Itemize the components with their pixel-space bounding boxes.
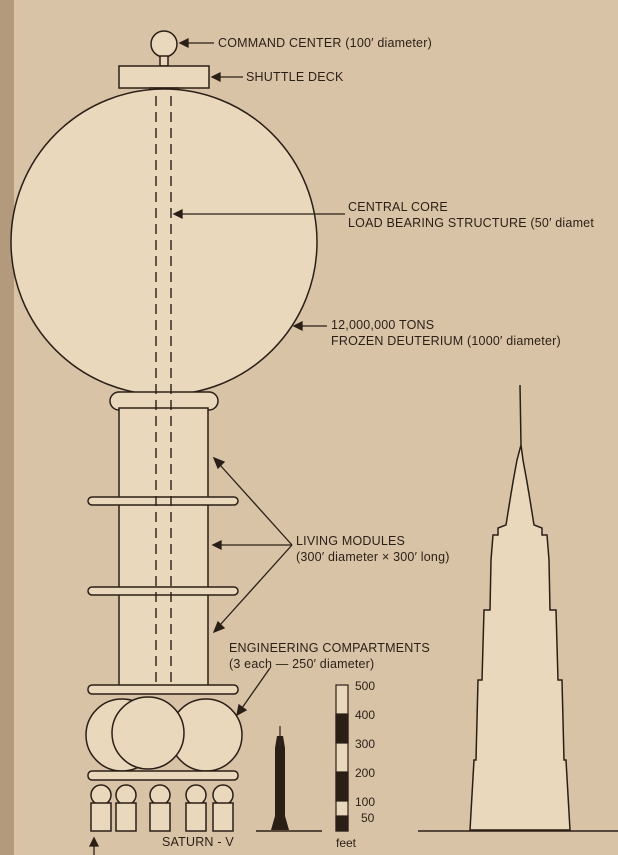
engineering-sublabel: (3 each — 250′ diameter) <box>229 657 375 671</box>
scale-tick-500: 500 <box>355 679 376 693</box>
engine-cluster <box>90 784 234 832</box>
living-modules-label: LIVING MODULES <box>296 534 406 548</box>
scale-bar <box>335 684 349 832</box>
living-modules-sublabel: (300′ diameter × 300′ long) <box>296 550 450 564</box>
engineering-sphere-center <box>111 696 185 770</box>
shuttle-deck <box>118 65 210 89</box>
scale-tick-200: 200 <box>355 766 376 780</box>
engineering-flange-bottom <box>87 770 239 781</box>
scale-tick-400: 400 <box>355 708 376 722</box>
empire-state-building <box>469 384 571 831</box>
central-core-sublabel: LOAD BEARING STRUCTURE (50′ diamet <box>348 216 595 230</box>
engineering-label: ENGINEERING COMPARTMENTS <box>229 641 430 655</box>
scale-unit-label: feet <box>336 836 357 850</box>
module-ring-upper <box>87 496 239 506</box>
scale-tick-300: 300 <box>355 737 376 751</box>
scale-tick-100: 100 <box>355 795 376 809</box>
engineering-flange-top <box>87 684 239 695</box>
central-core-dashes <box>155 96 172 684</box>
command-center-stem <box>159 55 169 67</box>
saturn-v-label: SATURN - V <box>162 835 234 849</box>
living-module-column <box>118 407 209 691</box>
command-center-dome <box>150 30 178 58</box>
module-ring-lower <box>87 586 239 596</box>
page-binding-shadow <box>0 0 14 855</box>
shuttle-deck-label: SHUTTLE DECK <box>246 70 344 84</box>
command-center-label: COMMAND CENTER (100′ diameter) <box>218 36 432 50</box>
central-core-label: CENTRAL CORE <box>348 200 448 214</box>
deuterium-sphere <box>10 88 318 396</box>
saturn-v-rocket <box>271 726 289 830</box>
scale-tick-50: 50 <box>361 811 375 825</box>
deuterium-label: 12,000,000 TONS <box>331 318 435 332</box>
deuterium-sublabel: FROZEN DEUTERIUM (1000′ diameter) <box>331 334 561 348</box>
leader-arrows <box>88 37 345 855</box>
